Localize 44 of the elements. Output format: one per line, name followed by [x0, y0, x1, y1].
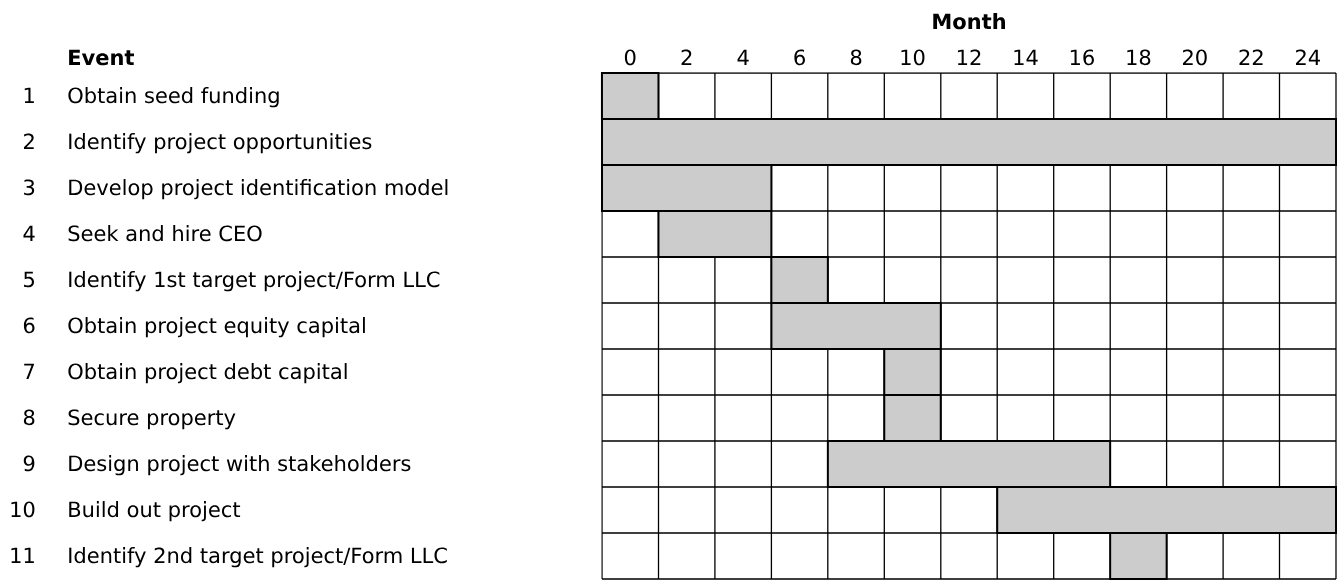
column-label: 16 [1070, 49, 1094, 66]
event-name: Obtain project equity capital [68, 317, 365, 338]
column-label: 14 [1014, 49, 1038, 65]
row-number: 10 [11, 501, 35, 518]
row-number: 5 [24, 271, 34, 288]
column-label: 10 [901, 49, 925, 66]
row-number: 11 [11, 547, 34, 563]
task-bar [770, 256, 829, 304]
event-name: Obtain project debt capital [68, 363, 347, 384]
event-name: Identify 2nd target project/Form LLC [69, 547, 447, 568]
row-number: 4 [23, 225, 35, 241]
row-number: 1 [24, 87, 34, 103]
event-name: Identify project opportunities [69, 133, 372, 154]
row-number: 9 [23, 455, 35, 472]
column-label: 22 [1239, 49, 1263, 65]
event-name: Design project with stakeholders [69, 455, 411, 476]
event-name: Identify 1st target project/Form LLC [69, 271, 440, 292]
task-bar [600, 72, 660, 120]
task-bar [1109, 532, 1168, 580]
event-name: Seek and hire CEO [68, 225, 262, 242]
row-number: 8 [23, 409, 35, 426]
column-label: 6 [794, 49, 805, 66]
column-label: 8 [850, 49, 862, 66]
row-number: 6 [23, 317, 35, 334]
column-label: 12 [957, 49, 981, 65]
row-number: 2 [24, 133, 34, 149]
column-label: 24 [1296, 49, 1320, 65]
task-bar [601, 164, 773, 212]
column-label: 4 [737, 49, 749, 65]
axis-title: Month [933, 13, 1005, 30]
event-name: Secure property [68, 409, 236, 430]
event-name: Obtain seed funding [68, 87, 279, 108]
task-bar [883, 348, 942, 396]
column-label: 18 [1127, 49, 1151, 66]
column-label: 0 [624, 49, 636, 66]
task-bar [883, 394, 942, 442]
task-bar [657, 210, 773, 258]
column-label: 20 [1183, 49, 1207, 66]
row-number: 3 [24, 179, 35, 196]
column-header: Event [69, 49, 134, 66]
row-number: 7 [24, 363, 34, 379]
event-name: Develop project identification model [69, 179, 448, 200]
column-label: 2 [681, 49, 692, 65]
event-name: Build out project [69, 501, 241, 522]
